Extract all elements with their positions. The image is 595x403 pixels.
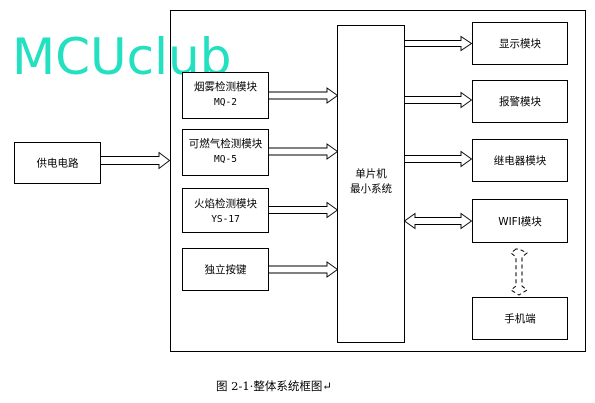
flame-module-model: YS-17	[211, 214, 240, 225]
mcu-label-line2: 最小系统	[350, 182, 392, 195]
smoke-arrow	[268, 87, 339, 104]
smoke-module-model: MQ-2	[214, 97, 237, 108]
wifi-module-box	[472, 199, 568, 243]
gas-arrow	[268, 143, 339, 160]
alarm-arrow	[404, 91, 473, 109]
relay-arrow	[404, 150, 473, 168]
flame-module-box	[182, 188, 269, 233]
key-module-box	[182, 248, 269, 291]
wireless-link	[510, 248, 528, 296]
relay-module-label: 继电器模块	[494, 154, 547, 167]
mcu-box	[337, 25, 405, 343]
flame-arrow	[268, 201, 339, 219]
relay-module-box	[472, 139, 568, 182]
key-arrow	[268, 261, 339, 278]
power-arrow	[100, 151, 171, 170]
smoke-module-label: 烟雾检测模块	[194, 80, 257, 93]
wifi-module-label: WIFI模块	[498, 216, 542, 228]
gas-module-label: 可燃气检测模块	[189, 137, 263, 150]
alarm-module-box	[472, 80, 568, 123]
alarm-module-label: 报警模块	[499, 95, 541, 108]
gas-module-model: MQ-5	[214, 154, 237, 165]
display-module-box	[472, 22, 568, 65]
figure-caption: 图 2-1·整体系统框图↵	[216, 379, 332, 393]
display-module-label: 显示模块	[499, 38, 541, 50]
system-frame	[170, 10, 586, 352]
display-arrow	[404, 35, 473, 52]
gas-module-box	[182, 129, 269, 176]
mcu-label-line1: 单片机	[355, 167, 387, 180]
power-circuit-label: 供电电路	[37, 157, 79, 170]
power-circuit-box	[14, 142, 101, 184]
key-module-label: 独立按键	[205, 263, 247, 276]
flame-module-label: 火焰检测模块	[194, 197, 257, 210]
wifi-bidirectional-arrow	[403, 212, 473, 230]
phone-label: 手机端	[504, 312, 536, 325]
smoke-module-box	[182, 72, 269, 119]
phone-box	[472, 297, 568, 340]
